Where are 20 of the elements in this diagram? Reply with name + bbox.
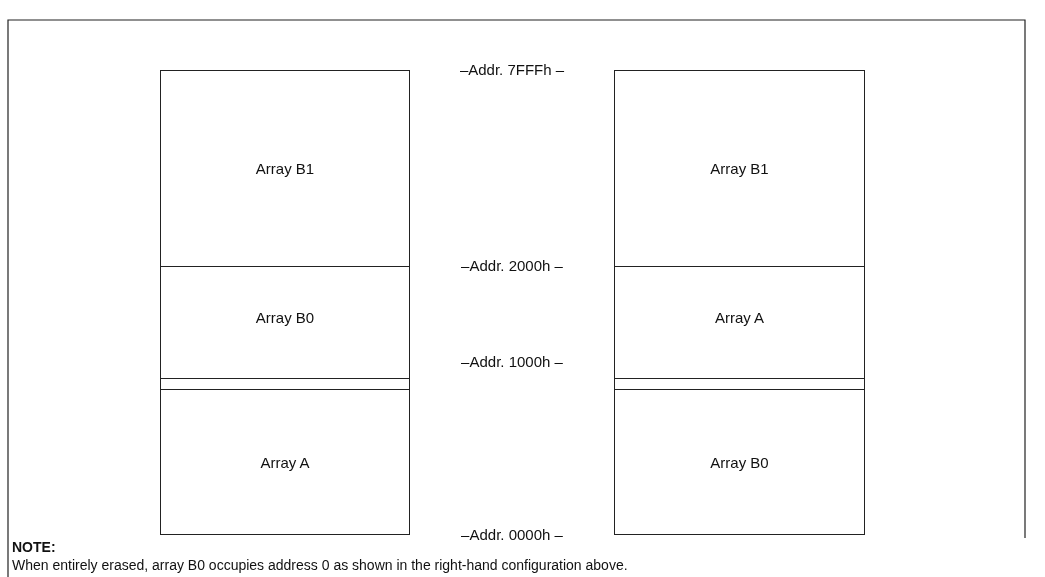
note-heading: NOTE: bbox=[12, 539, 56, 555]
memory-array-block bbox=[614, 266, 865, 369]
array-label: Array B0 bbox=[255, 309, 315, 326]
array-label: Array B1 bbox=[255, 160, 315, 177]
memory-array-block bbox=[160, 70, 410, 267]
memory-array-block bbox=[160, 389, 410, 535]
address-label: –Addr. 2000h – bbox=[461, 257, 563, 274]
array-label: Array A bbox=[714, 309, 765, 326]
array-label: Array B1 bbox=[710, 160, 769, 177]
array-label: Array B0 bbox=[710, 453, 769, 471]
memory-array-block bbox=[160, 266, 410, 369]
array-label: Array A bbox=[260, 453, 310, 471]
address-label: –Addr. 7FFFh – bbox=[459, 61, 565, 78]
note-text: When entirely erased, array B0 occupies address 0 as shown in the right-hand configuration above. bbox=[12, 557, 628, 573]
memory-array-block bbox=[614, 70, 865, 267]
address-gap-band bbox=[160, 368, 410, 390]
address-label: –Addr. 0000h – bbox=[461, 526, 563, 543]
address-gap-band bbox=[614, 368, 865, 390]
memory-array-block bbox=[614, 389, 865, 535]
address-label: –Addr. 1000h – bbox=[461, 353, 563, 370]
